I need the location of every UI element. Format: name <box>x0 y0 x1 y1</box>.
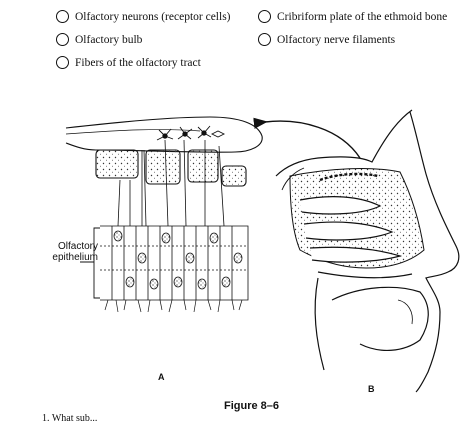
legend-item-olfactory-nerve-filaments[interactable]: Olfactory nerve filaments <box>258 33 395 46</box>
cribriform-plate-blocks <box>95 149 247 187</box>
nasal-turbinate-lower <box>309 246 403 263</box>
panel-b-label: B <box>368 384 375 394</box>
figure-title: Figure 8–6 <box>224 400 280 412</box>
olfactory-epithelium-label: Olfactory epithelium <box>52 241 98 263</box>
panel-a-label: A <box>158 372 165 382</box>
legend-item-olfactory-bulb[interactable]: Olfactory bulb <box>56 33 142 46</box>
legend-item-cribriform-plate[interactable]: Cribriform plate of the ethmoid bone <box>258 10 447 23</box>
radio-circle-icon[interactable] <box>258 10 271 23</box>
skull-frontal-bone <box>275 109 413 177</box>
hard-palate <box>317 271 413 279</box>
legend-label: Olfactory bulb <box>75 33 143 46</box>
radio-circle-icon[interactable] <box>56 56 69 69</box>
legend-label: Fibers of the olfactory tract <box>75 56 201 69</box>
olfactory-bulb-outline <box>65 116 263 153</box>
legend-label: Cribriform plate of the ethmoid bone <box>277 10 448 23</box>
epithelium-bracket <box>80 227 100 299</box>
legend-item-olfactory-tract-fibers[interactable]: Fibers of the olfactory tract <box>56 56 201 69</box>
panel-b-illustration <box>275 109 460 393</box>
legend-item-olfactory-neurons[interactable]: Olfactory neurons (receptor cells) <box>56 10 231 23</box>
question-stub-text: 1. What sub... <box>42 413 98 424</box>
panel-a-illustration <box>65 116 263 313</box>
legend-label: Olfactory neurons (receptor cells) <box>75 10 231 23</box>
olfactory-tract-fiber <box>65 129 201 135</box>
olfactory-nerve-filaments <box>117 139 225 227</box>
olfactory-epithelium <box>100 225 249 313</box>
nasal-turbinate-middle <box>303 221 394 241</box>
tongue-outline <box>331 286 429 351</box>
nasal-turbinate-upper <box>299 196 382 215</box>
magnification-arrow <box>253 117 361 159</box>
face-profile-outline <box>409 111 460 393</box>
bulb-neurons <box>156 125 226 141</box>
legend-label: Olfactory nerve filaments <box>277 33 396 46</box>
nasal-cavity-region <box>289 168 425 269</box>
radio-circle-icon[interactable] <box>56 33 69 46</box>
radio-circle-icon[interactable] <box>56 10 69 23</box>
pharynx-wall <box>314 277 325 371</box>
radio-circle-icon[interactable] <box>258 33 271 46</box>
